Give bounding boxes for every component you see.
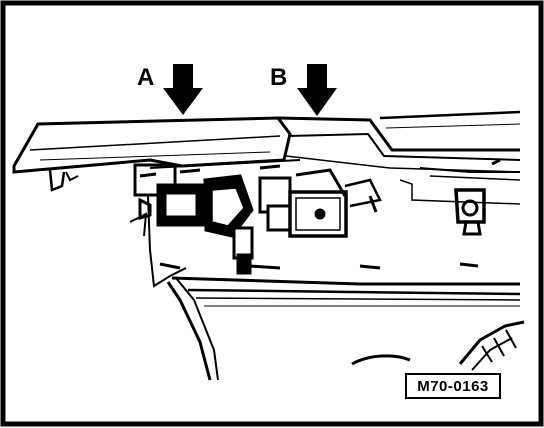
reference-code: M70-0163 [417,377,489,395]
arrow-a [163,64,203,115]
callout-label-a: A [137,64,155,91]
lower-panel [129,195,521,381]
arrow-b [297,64,337,116]
trim-cover-left [12,116,292,192]
speaker-grill [351,320,525,371]
latch-mechanism [133,159,382,275]
reference-code-box: M70-0163 [405,373,501,399]
trim-cover-right [277,110,521,173]
right-fitting [399,158,521,236]
callout-label-b: B [270,64,288,91]
